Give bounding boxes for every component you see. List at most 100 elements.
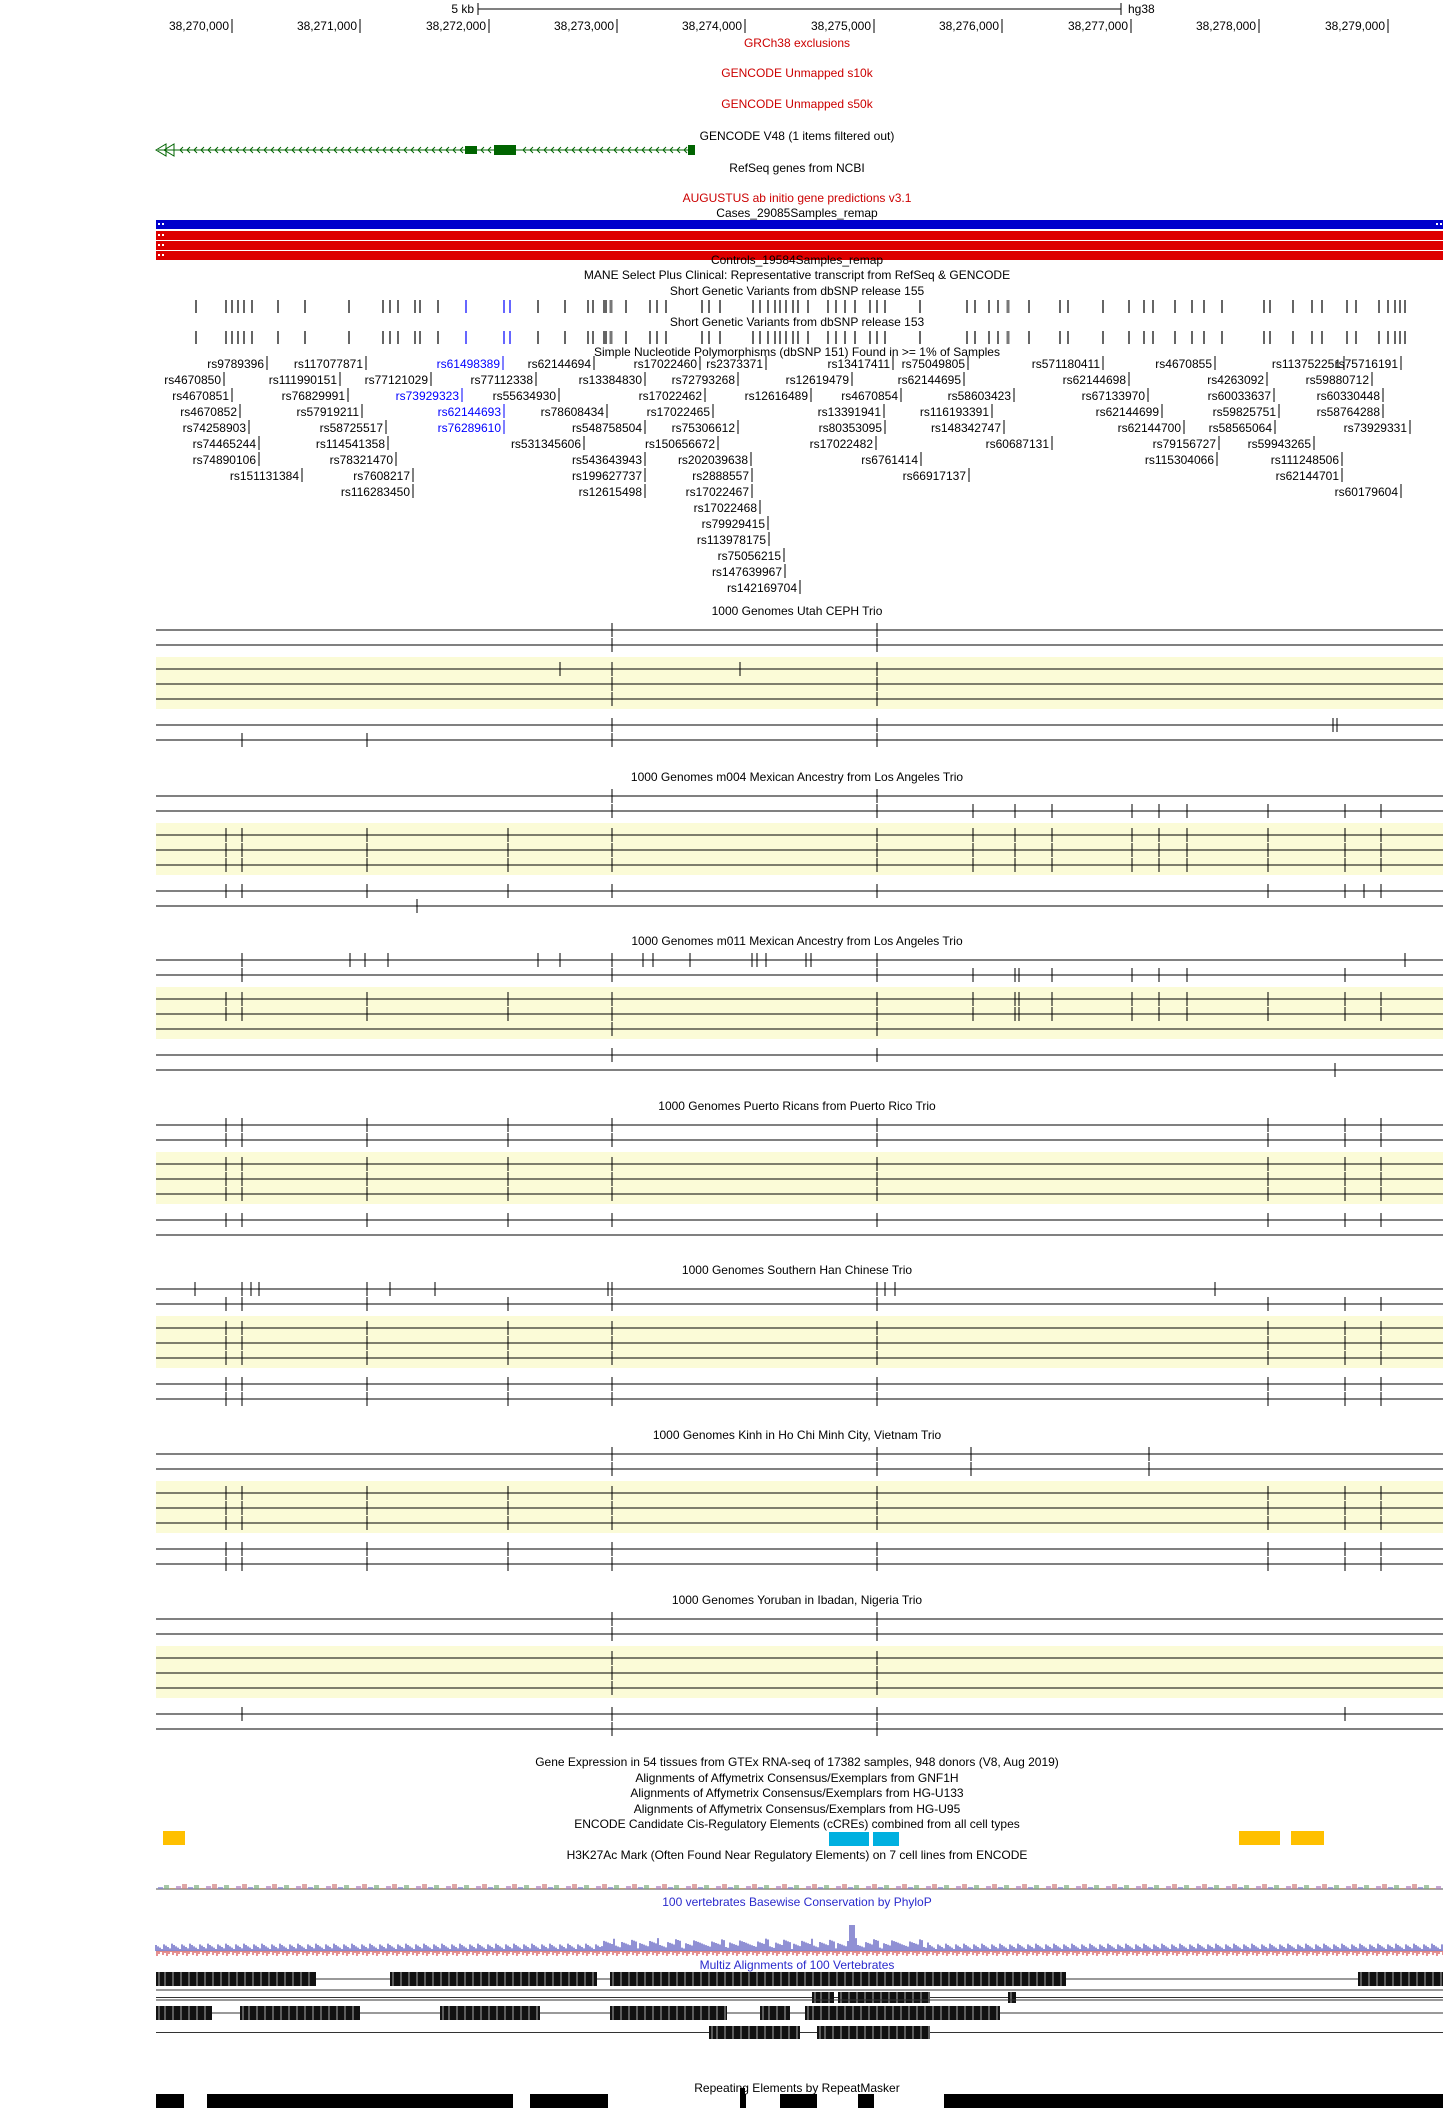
- snp-label[interactable]: rs58565064: [1209, 421, 1273, 435]
- snp-label[interactable]: rs77112338: [471, 373, 534, 387]
- snp-label[interactable]: rs58764288: [1317, 405, 1381, 419]
- snp-label[interactable]: rs17022460: [634, 357, 698, 371]
- snp-label[interactable]: rs60033637: [1208, 389, 1272, 403]
- gencode-gene-model[interactable]: [155, 143, 695, 157]
- snp-label[interactable]: rs17022468: [694, 501, 758, 515]
- repeat-block[interactable]: [944, 2094, 1443, 2108]
- snp-label[interactable]: rs117077871: [294, 357, 363, 371]
- snp-label[interactable]: rs79929415: [702, 517, 766, 531]
- snp-label[interactable]: rs74465244: [193, 437, 257, 451]
- snp-label-list[interactable]: rs9789396 rs117077871 rs61498389 rs62144694…: [164, 356, 1411, 595]
- snp-label[interactable]: rs59943265: [1248, 437, 1312, 451]
- snp-label[interactable]: rs61498389: [437, 357, 501, 371]
- snp-label[interactable]: rs62144700: [1118, 421, 1182, 435]
- snp-label[interactable]: rs62144698: [1063, 373, 1127, 387]
- snp-label[interactable]: rs6761414: [861, 453, 918, 467]
- snp-label[interactable]: rs62144693: [438, 405, 502, 419]
- snp-label[interactable]: rs60179604: [1335, 485, 1399, 499]
- snp-label[interactable]: rs13391941: [818, 405, 882, 419]
- snp-label[interactable]: rs115304066: [1145, 453, 1214, 467]
- snp-label[interactable]: rs76289610: [438, 421, 502, 435]
- snp-label[interactable]: rs4670855: [1155, 357, 1212, 371]
- repeat-block[interactable]: [207, 2094, 513, 2108]
- dbsnp153-ticks[interactable]: [195, 331, 1406, 344]
- snp-label[interactable]: rs78608434: [541, 405, 605, 419]
- snp-label[interactable]: rs17022482: [810, 437, 874, 451]
- snp-label[interactable]: rs13384830: [579, 373, 643, 387]
- snp-label[interactable]: rs75049805: [902, 357, 966, 371]
- snp-label[interactable]: rs2373371: [706, 357, 763, 371]
- snp-label[interactable]: rs73929331: [1344, 421, 1408, 435]
- snp-label[interactable]: rs75056215: [718, 549, 782, 563]
- ccre-elements[interactable]: [163, 1831, 1324, 1846]
- repeat-block[interactable]: [156, 2094, 184, 2108]
- repeatmasker-blocks[interactable]: [156, 2088, 1443, 2108]
- snp-label[interactable]: rs79156727: [1153, 437, 1217, 451]
- snp-label[interactable]: rs75306612: [672, 421, 736, 435]
- snp-label[interactable]: rs72793268: [672, 373, 736, 387]
- dbsnp155-ticks[interactable]: [195, 300, 1406, 313]
- snp-label[interactable]: rs75716191: [1335, 357, 1399, 371]
- snp-label[interactable]: rs4670851: [172, 389, 229, 403]
- snp-label[interactable]: rs548758504: [572, 421, 642, 435]
- trio-highlight: [156, 1152, 1443, 1204]
- snp-label[interactable]: rs17022462: [639, 389, 703, 403]
- snp-label[interactable]: rs58603423: [948, 389, 1012, 403]
- snp-label[interactable]: rs62144699: [1096, 405, 1160, 419]
- snp-label[interactable]: rs67133970: [1082, 389, 1146, 403]
- snp-label[interactable]: rs531345606: [511, 437, 581, 451]
- snp-label[interactable]: rs73929323: [396, 389, 460, 403]
- snp-label[interactable]: rs62144694: [528, 357, 592, 371]
- snp-label[interactable]: rs147639967: [712, 565, 782, 579]
- snp-label[interactable]: rs4670854: [841, 389, 898, 403]
- snp-label[interactable]: rs7608217: [353, 469, 410, 483]
- repeat-block[interactable]: [780, 2094, 817, 2108]
- snp-label[interactable]: rs202039638: [678, 453, 748, 467]
- snp-label[interactable]: rs12616489: [745, 389, 809, 403]
- snp-label[interactable]: rs116283450: [341, 485, 410, 499]
- snp-label[interactable]: rs74258903: [183, 421, 247, 435]
- snp-label[interactable]: rs58725517: [320, 421, 384, 435]
- scale-label: 5 kb: [451, 2, 474, 16]
- snp-label[interactable]: rs113752251: [1272, 357, 1341, 371]
- trio-highlight: [156, 823, 1443, 875]
- snp-label[interactable]: rs74890106: [193, 453, 257, 467]
- snp-label[interactable]: rs62144701: [1276, 469, 1340, 483]
- snp-label[interactable]: rs57919211: [297, 405, 360, 419]
- snp-label[interactable]: rs62144695: [898, 373, 962, 387]
- snp-label[interactable]: rs111990151: [269, 373, 338, 387]
- snp-label[interactable]: rs4263092: [1207, 373, 1264, 387]
- snp-label[interactable]: rs17022467: [686, 485, 750, 499]
- snp-label[interactable]: rs60330448: [1317, 389, 1381, 403]
- snp-label[interactable]: rs17022465: [647, 405, 711, 419]
- repeat-block[interactable]: [530, 2094, 608, 2108]
- snp-label[interactable]: rs59880712: [1306, 373, 1370, 387]
- snp-label[interactable]: rs9789396: [207, 357, 264, 371]
- snp-label[interactable]: rs2888557: [692, 469, 749, 483]
- snp-label[interactable]: rs60687131: [986, 437, 1050, 451]
- snp-label[interactable]: rs59825751: [1213, 405, 1277, 419]
- snp-label[interactable]: rs113978175: [697, 533, 766, 547]
- snp-label[interactable]: rs151131384: [230, 469, 299, 483]
- snp-label[interactable]: rs77121029: [365, 373, 429, 387]
- snp-label[interactable]: rs12619479: [786, 373, 850, 387]
- snp-label[interactable]: rs4670850: [164, 373, 221, 387]
- snp-label[interactable]: rs12615498: [579, 485, 643, 499]
- snp-label[interactable]: rs111248506: [1271, 453, 1340, 467]
- snp-label[interactable]: rs66917137: [903, 469, 967, 483]
- snp-label[interactable]: rs80353095: [819, 421, 883, 435]
- snp-label[interactable]: rs55634930: [493, 389, 557, 403]
- snp-label[interactable]: rs116193391: [920, 405, 989, 419]
- snp-label[interactable]: rs78321470: [330, 453, 394, 467]
- repeat-block[interactable]: [858, 2094, 874, 2108]
- snp-label[interactable]: rs114541358: [316, 437, 385, 451]
- snp-label[interactable]: rs571180411: [1032, 357, 1101, 371]
- snp-label[interactable]: rs76829991: [282, 389, 346, 403]
- snp-label[interactable]: rs4670852: [180, 405, 237, 419]
- snp-label[interactable]: rs142169704: [727, 581, 797, 595]
- snp-label[interactable]: rs543643943: [572, 453, 642, 467]
- snp-label[interactable]: rs13417411: [828, 357, 891, 371]
- snp-label[interactable]: rs148342747: [931, 421, 1001, 435]
- snp-label[interactable]: rs199627737: [572, 469, 642, 483]
- snp-label[interactable]: rs150656672: [645, 437, 715, 451]
